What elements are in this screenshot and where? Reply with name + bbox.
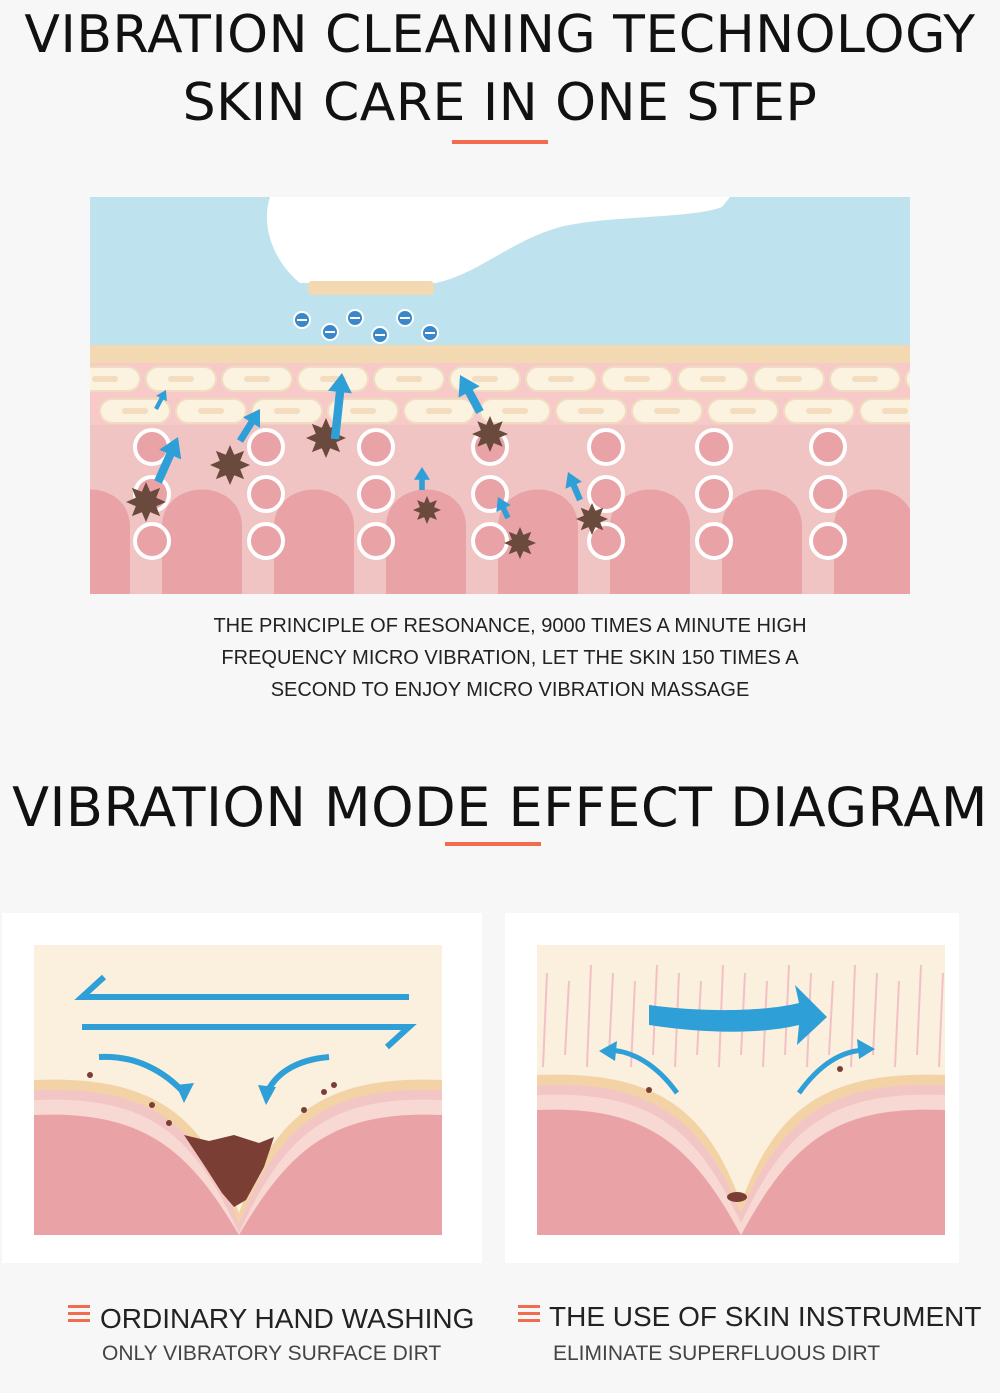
hand-washing-diagram [34, 945, 442, 1235]
dirt-particle-icon [126, 416, 608, 559]
arrow-icon [649, 985, 827, 1045]
dirt-clump-icon [184, 1135, 274, 1207]
dirt-particle-icon [727, 1192, 747, 1202]
menu-icon [518, 1305, 540, 1323]
section-title: VIBRATION MODE EFFECT DIAGRAM [12, 776, 988, 839]
section-title-underline [445, 842, 541, 846]
main-title-line2: SKIN CARE IN ONE STEP [182, 73, 818, 133]
caption-line1: THE PRINCIPLE OF RESONANCE, 9000 TIMES A… [213, 615, 807, 637]
arrow-icon [154, 373, 583, 520]
left-heading: ORDINARY HAND WASHING [100, 1303, 475, 1334]
panel-hand-washing [2, 913, 482, 1263]
device-head-icon [266, 197, 730, 295]
ion-icon [293, 309, 439, 344]
right-subheading: ELIMINATE SUPERFLUOUS DIRT [553, 1342, 881, 1365]
skin-instrument-diagram [537, 945, 945, 1235]
panel-skin-instrument [505, 913, 959, 1263]
skin-cross-section-diagram [90, 197, 910, 594]
right-heading: THE USE OF SKIN INSTRUMENT [549, 1301, 982, 1332]
caption-text: THE PRINCIPLE OF RESONANCE, 9000 TIMES A… [120, 610, 900, 706]
left-subheading: ONLY VIBRATORY SURFACE DIRT [102, 1342, 442, 1365]
caption-line2: FREQUENCY MICRO VIBRATION, LET THE SKIN … [221, 647, 799, 669]
menu-icon [68, 1305, 90, 1323]
title-underline [452, 140, 548, 144]
caption-line3: SECOND TO ENJOY MICRO VIBRATION MASSAGE [270, 679, 750, 701]
dirt-particle-icon [87, 1072, 337, 1126]
main-title-line1: VIBRATION CLEANING TECHNOLOGY [24, 5, 976, 65]
